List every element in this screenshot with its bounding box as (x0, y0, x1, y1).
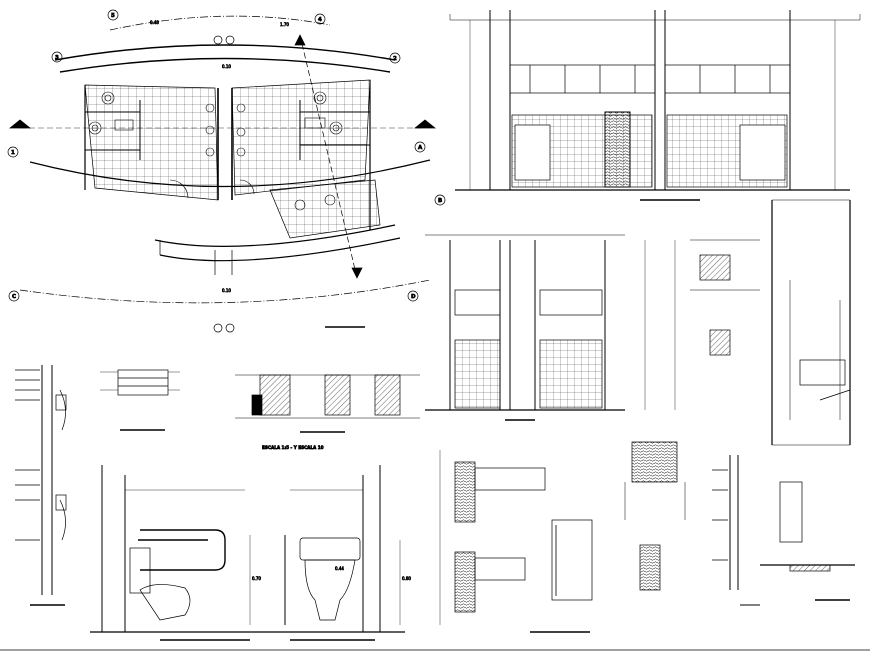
plan-dimension-1: 0.48 (150, 20, 159, 25)
left-pipe-detail (15, 365, 67, 606)
plan-dimension-3: 1.70 (280, 22, 289, 27)
fixture-height-2: 0.80 (402, 576, 411, 581)
fixture-height-3: 0.44 (335, 566, 344, 571)
axis-bubble-1: 1 (11, 150, 15, 156)
axis-bubble-d: D (411, 294, 416, 300)
axis-bubble-3: 3 (55, 55, 59, 61)
axis-bubble-c: C (12, 294, 16, 300)
interior-elevation-top (449, 10, 861, 201)
accessible-toilet-elevations: 0.70 0.80 0.44 (90, 465, 412, 641)
wall-section-details: ESCALA 1:5 - Y ESCALA 10 (235, 374, 420, 450)
axis-bubble-b: B (438, 198, 442, 204)
scale-caption: ESCALA 1:5 - Y ESCALA 10 (262, 445, 324, 450)
interior-elevation-middle (425, 234, 676, 421)
fixture-height-1: 0.70 (252, 576, 261, 581)
door-frame-details (439, 441, 686, 633)
axis-bubble-5: 5 (111, 13, 115, 19)
handrail-details (712, 455, 855, 606)
axis-bubble-4: 4 (318, 17, 322, 23)
grab-bar-detail (100, 369, 180, 431)
vertical-section-detail (690, 199, 851, 446)
plan-dimension-2: 0.10 (222, 64, 231, 69)
axis-bubble-2: 2 (393, 56, 397, 62)
axis-bubble-a: A (418, 145, 423, 151)
plan-dimension-4: 0.10 (222, 288, 231, 293)
curved-floor-plan: 5 4 3 2 1 A B C D 0.48 0.10 1.70 0.10 (7, 9, 446, 333)
